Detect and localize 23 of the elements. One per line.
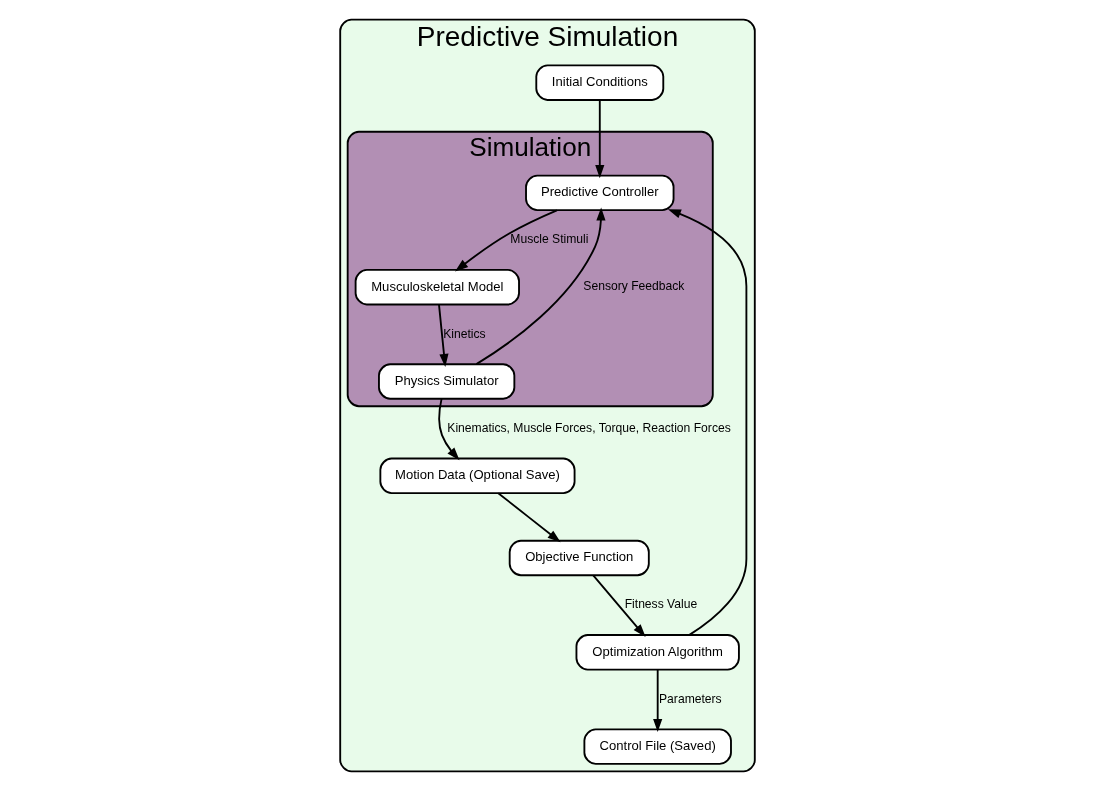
edge-label: Muscle Stimuli <box>510 232 589 247</box>
node-box: Objective Function <box>508 539 650 577</box>
arrow <box>438 303 449 367</box>
arrow <box>455 209 558 272</box>
node-box: Initial Conditions <box>535 64 665 101</box>
edge-label: Fitness Value <box>624 597 698 612</box>
arrow <box>592 574 646 638</box>
edge-label: Parameters <box>659 691 722 706</box>
arrow <box>667 209 748 636</box>
arrow <box>438 397 460 461</box>
arrow <box>497 492 561 543</box>
edge-label: Sensory Feedback <box>583 279 685 294</box>
node-box: Motion Data (Optional Save) <box>379 457 576 494</box>
node-box: Physics Simulator <box>378 363 516 400</box>
node-box: Musculoskeletal Model <box>354 268 520 306</box>
arrow <box>653 668 663 733</box>
arrow <box>595 99 605 179</box>
node-box: Control File (Saved) <box>583 728 732 765</box>
node-box: Predictive Controller <box>525 174 675 212</box>
node-box: Optimization Algorithm <box>575 634 740 671</box>
edge-label: Kinematics, Muscle Forces, Torque, Reaction Forces <box>447 420 731 435</box>
edge-label: Kinetics <box>443 326 486 341</box>
arrow <box>475 207 606 366</box>
